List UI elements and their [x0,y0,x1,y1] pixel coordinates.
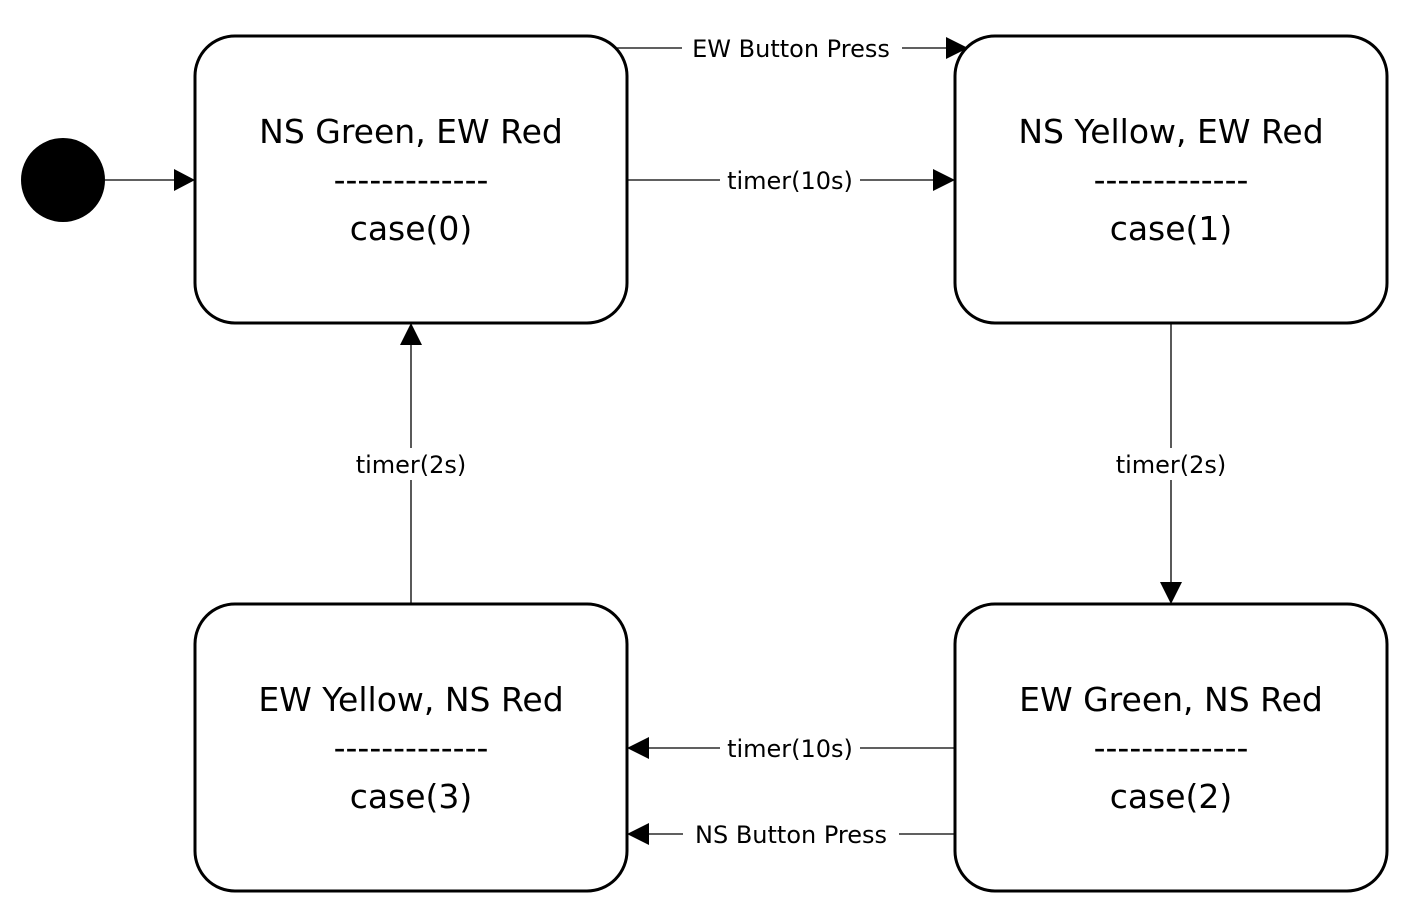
transition-arrowhead [627,823,649,845]
transition-timer-10s-top: timer(10s) [627,164,955,196]
initial-state-dot [21,138,105,222]
state-ns-green-ew-red: NS Green, EW Red ------------- case(0) [193,34,629,325]
state-case: case(3) [350,777,473,816]
transition-label-bg [1106,448,1236,480]
transition-arrowhead [627,737,649,759]
initial-transition-arrowhead [174,169,195,191]
transition-arrowhead [400,323,422,345]
transition-timer-2s-left: timer(2s) [346,323,476,604]
state-ns-yellow-ew-red: NS Yellow, EW Red ------------- case(1) [953,34,1389,325]
state-divider: ------------- [334,728,489,767]
transition-arrowhead [933,169,955,191]
transition-label: NS Button Press [695,821,887,849]
transition-label-bg [682,32,902,64]
transition-timer-10s-bottom: timer(10s) [627,732,955,764]
transition-arrowhead [946,37,968,59]
state-case: case(0) [350,209,473,248]
transition-label: timer(10s) [727,167,853,195]
state-case: case(1) [1110,209,1233,248]
state-title: NS Green, EW Red [259,112,563,151]
transition-ns-button-press: NS Button Press [627,818,955,850]
state-title: NS Yellow, EW Red [1018,112,1323,151]
transition-label: timer(10s) [727,735,853,763]
state-ew-yellow-ns-red: EW Yellow, NS Red ------------- case(3) [193,602,629,893]
transition-ew-button-press: EW Button Press [617,32,968,64]
state-divider: ------------- [334,160,489,199]
state-divider: ------------- [1094,160,1249,199]
state-title: EW Green, NS Red [1019,680,1323,719]
transition-timer-2s-right: timer(2s) [1106,323,1236,604]
transition-label-bg [346,448,476,480]
state-ew-green-ns-red: EW Green, NS Red ------------- case(2) [953,602,1389,893]
state-divider: ------------- [1094,728,1249,767]
transition-label-bg [720,164,860,196]
state-title: EW Yellow, NS Red [258,680,563,719]
transition-label-bg [720,732,860,764]
transition-label: EW Button Press [692,35,890,63]
transition-label-bg [683,818,899,850]
transition-label: timer(2s) [356,451,467,479]
transition-arrowhead [1160,582,1182,604]
state-case: case(2) [1110,777,1233,816]
transition-label: timer(2s) [1116,451,1227,479]
